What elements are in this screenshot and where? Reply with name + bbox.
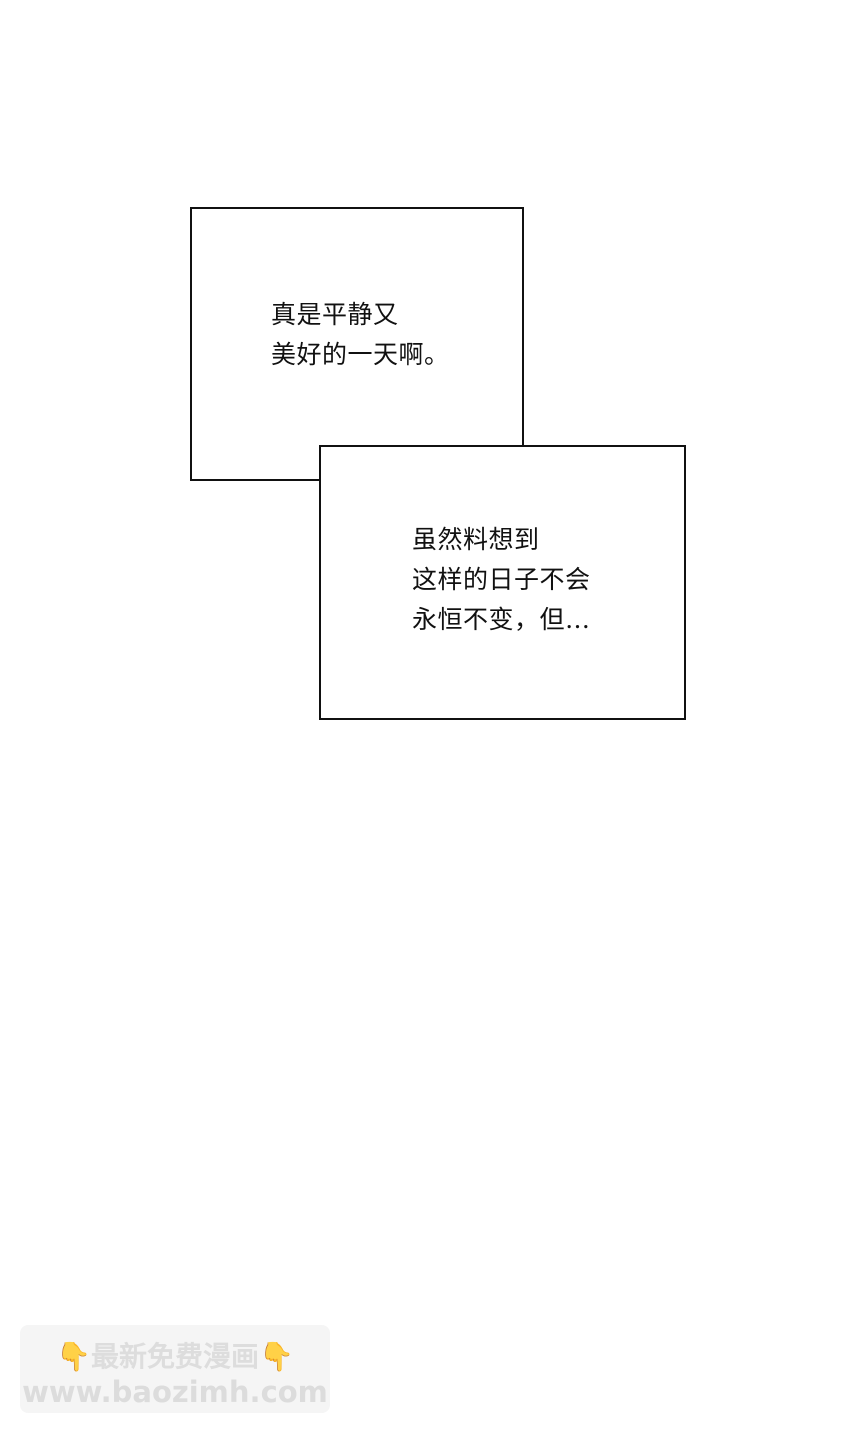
narration-box-bottom [319, 445, 686, 720]
watermark-title: 最新免费漫画 [90, 1340, 259, 1373]
watermark-title-row: 👇最新免费漫画👇 [20, 1335, 330, 1375]
watermark-url: www.baozimh.com [22, 1375, 328, 1409]
narration-line: 虽然料想到 [412, 525, 540, 554]
narration-line: 美好的一天啊。 [271, 340, 450, 369]
narration-text-top: 真是平静又 美好的一天啊。 [271, 295, 450, 375]
narration-line: 这样的日子不会 [412, 565, 591, 594]
narration-line: 真是平静又 [271, 300, 399, 329]
narration-box-top [190, 207, 524, 481]
pointing-down-hand-icon: 👇 [56, 1340, 91, 1373]
narration-box-join [321, 447, 522, 479]
narration-text-bottom: 虽然料想到 这样的日子不会 永恒不变，但… [412, 520, 591, 640]
watermark: 👇最新免费漫画👇 www.baozimh.com [20, 1325, 330, 1413]
narration-line: 永恒不变，但… [412, 605, 591, 634]
pointing-down-hand-icon: 👇 [259, 1340, 294, 1373]
